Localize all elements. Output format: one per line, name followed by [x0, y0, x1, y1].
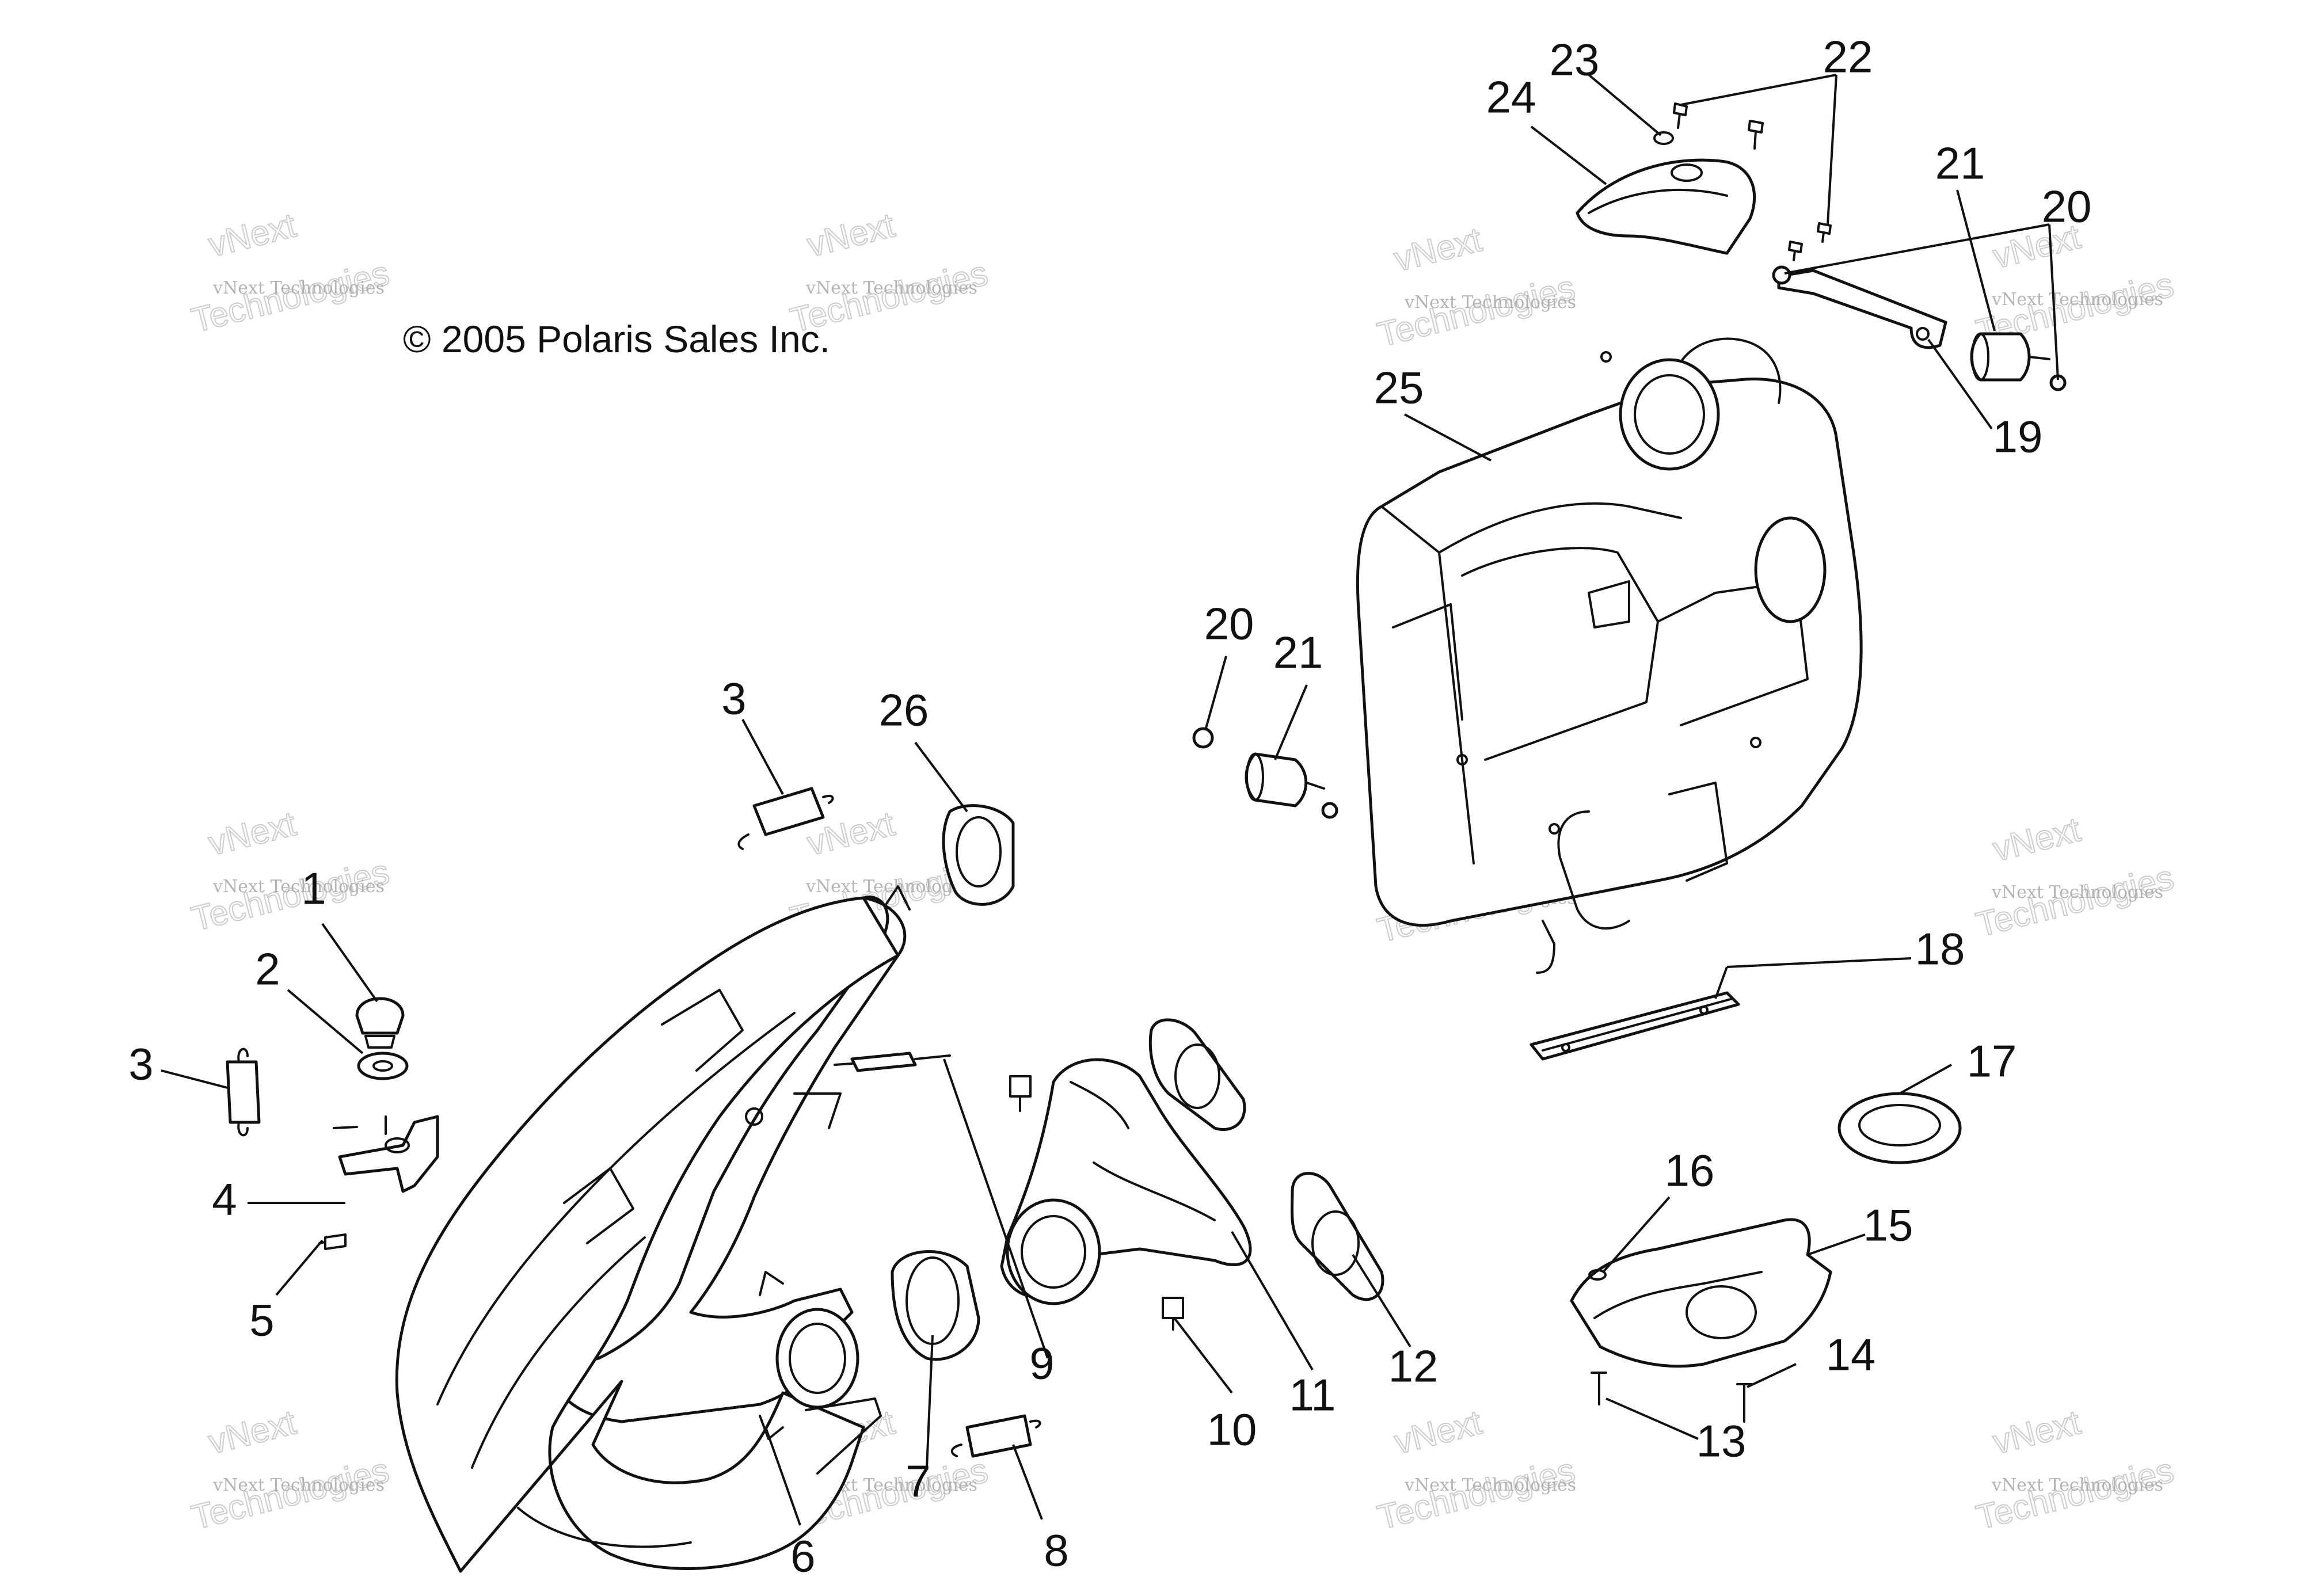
- part-5-bolt: [318, 1233, 347, 1250]
- part-3-spring-upper: [737, 787, 834, 850]
- callout-4: 4: [212, 1174, 237, 1225]
- callout-17: 17: [1967, 1036, 2017, 1087]
- callout-11: 11: [1289, 1370, 1336, 1420]
- callout-23: 23: [1550, 35, 1600, 85]
- callout-10: 10: [1207, 1404, 1257, 1455]
- callout-12: 12: [1388, 1341, 1439, 1392]
- callout-15: 15: [1863, 1200, 1913, 1251]
- watermark-big: vNext: [1390, 220, 1485, 279]
- watermark-big: vNext: [803, 205, 898, 264]
- part-16-washer: [1588, 1269, 1607, 1281]
- callout-22: 22: [1823, 32, 1873, 82]
- callout-13: 13: [1696, 1416, 1747, 1467]
- watermark-small: vNext Technologies: [1991, 882, 2163, 902]
- part-25-muffler: [1356, 337, 1863, 974]
- callout-20: 20: [2042, 181, 2092, 232]
- parts: [226, 102, 2067, 1573]
- callout-3: 3: [128, 1039, 153, 1090]
- watermark-small: vNext Technologies: [1991, 1475, 2163, 1495]
- watermark: vNext vNext Technologies Technologies: [1972, 809, 2178, 944]
- part-10-bolts: [1009, 1075, 1184, 1331]
- callout-9: 9: [1029, 1338, 1054, 1389]
- part-21-isolator-left: [1245, 752, 1325, 807]
- watermark-big: vNext: [1390, 1403, 1485, 1461]
- part-17-grommet: [1837, 1092, 1962, 1164]
- watermark-big: vNext: [204, 804, 299, 863]
- callout-3: 3: [721, 673, 746, 724]
- watermark: vNext vNext Technologies Technologies: [1972, 1402, 2178, 1537]
- callout-25: 25: [1374, 363, 1424, 413]
- watermark-big: Technologies: [1972, 1450, 2177, 1537]
- part-9-sensor: [834, 1052, 951, 1072]
- watermark-big: Technologies: [188, 253, 393, 340]
- callout-20: 20: [1204, 599, 1254, 649]
- part-15-heat-shield: [1570, 1218, 1832, 1368]
- part-13-push-pin: [1591, 1372, 1607, 1405]
- part-2-washer: [357, 1052, 409, 1080]
- watermark-big: vNext: [1989, 810, 2084, 869]
- watermark-big: Technologies: [188, 852, 393, 938]
- callout-16: 16: [1665, 1145, 1715, 1196]
- part-7-seal: [891, 1250, 980, 1361]
- callout-18: 18: [1915, 924, 1965, 974]
- callout-14: 14: [1826, 1330, 1876, 1380]
- watermark-small: vNext Technologies: [212, 278, 385, 298]
- watermark-small: vNext Technologies: [805, 278, 977, 298]
- watermark: vNext vNext Technologies Technologies: [1972, 216, 2178, 352]
- part-24-heat-shield: [1576, 158, 1756, 255]
- callout-21: 21: [1935, 138, 1985, 189]
- callout-2: 2: [255, 944, 280, 995]
- callouts: 1 2 3 3 4 5 6 7 8 9 10 11 12 13 14 15 16…: [128, 32, 2091, 1582]
- watermark-big: vNext: [1989, 1403, 2084, 1461]
- part-1-cap: [355, 997, 405, 1049]
- watermark-big: Technologies: [188, 1450, 393, 1537]
- watermark-big: vNext: [204, 1403, 299, 1461]
- watermark-big: Technologies: [1374, 268, 1578, 354]
- part-23-washer: [1653, 131, 1674, 145]
- part-26-seal: [942, 804, 1015, 906]
- watermark-big: Technologies: [1972, 858, 2177, 944]
- watermark: vNext vNext Technologies Technologies: [1373, 219, 1579, 355]
- callout-7: 7: [905, 1456, 930, 1507]
- part-20-nut-right: [1772, 265, 2067, 391]
- part-6-expansion-chamber: [395, 885, 911, 1573]
- watermark-small: vNext Technologies: [1404, 292, 1576, 313]
- watermark-big: Technologies: [1374, 1450, 1578, 1537]
- callout-1: 1: [301, 863, 326, 914]
- leader-lines: [161, 74, 2059, 1526]
- watermark-small: vNext Technologies: [1404, 1475, 1576, 1495]
- callout-8: 8: [1044, 1525, 1068, 1576]
- part-11-gasket: [1148, 1018, 1246, 1132]
- part-22-bolts: [1673, 102, 1832, 261]
- part-4-bracket: [333, 1115, 439, 1193]
- watermark-big: vNext: [204, 205, 299, 264]
- watermark-small: vNext Technologies: [212, 1475, 385, 1495]
- watermark-small: vNext Technologies: [212, 877, 385, 897]
- callout-19: 19: [1993, 412, 2043, 462]
- watermark-small: vNext Technologies: [1991, 290, 2163, 310]
- watermark: vNext vNext Technologies Technologies: [1373, 1402, 1579, 1537]
- callout-5: 5: [249, 1295, 274, 1346]
- part-14-push-pin: [1736, 1383, 1753, 1423]
- part-18-strap: [1530, 991, 1740, 1061]
- part-20-nut-left: [1192, 727, 1338, 819]
- watermark-small: vNext Technologies: [805, 877, 977, 897]
- part-21-isolator-right: [1970, 332, 2050, 382]
- watermark: vNext vNext Technologies Technologies: [187, 1402, 393, 1537]
- watermark: vNext vNext Technologies Technologies: [187, 205, 393, 340]
- part-19-bracket: [1777, 269, 1947, 349]
- part-11-manifold: [1000, 1058, 1252, 1305]
- part-8-spring: [950, 1414, 1041, 1458]
- callout-26: 26: [879, 685, 929, 736]
- copyright-notice: © 2005 Polaris Sales Inc.: [403, 318, 830, 360]
- callout-6: 6: [790, 1531, 815, 1582]
- part-3-spring-left: [226, 1048, 261, 1137]
- callout-24: 24: [1486, 72, 1536, 123]
- watermark: vNext vNext Technologies Technologies: [187, 803, 393, 939]
- callout-21: 21: [1273, 627, 1323, 678]
